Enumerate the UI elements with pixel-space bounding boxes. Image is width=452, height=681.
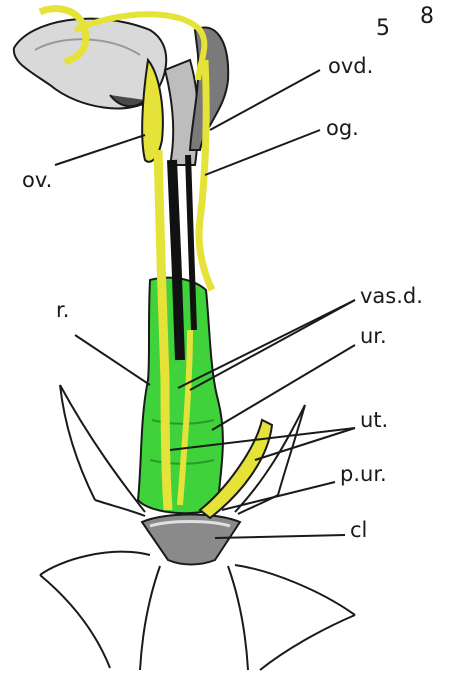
leader-ur [212,345,355,430]
label-vasd: vas.d. [360,286,423,307]
label-ov: ov. [22,170,52,191]
leader-r [75,335,150,385]
label-ut: ut. [360,410,388,431]
label-r: r. [56,300,69,321]
leader-ov [55,135,145,165]
leader-cl [215,535,345,538]
gray-duct [165,27,228,165]
label-cl: cl [350,520,367,541]
figure-number-left: 5 [376,18,390,40]
label-ovd: ovd. [328,56,373,77]
leader-og [205,130,320,175]
label-og: og. [326,118,359,139]
figure-number-right: 8 [420,6,434,28]
leader-vasd-b [190,300,355,390]
label-pur: p.ur. [340,464,387,485]
label-ur: ur. [360,326,387,347]
cloaca [142,515,240,565]
